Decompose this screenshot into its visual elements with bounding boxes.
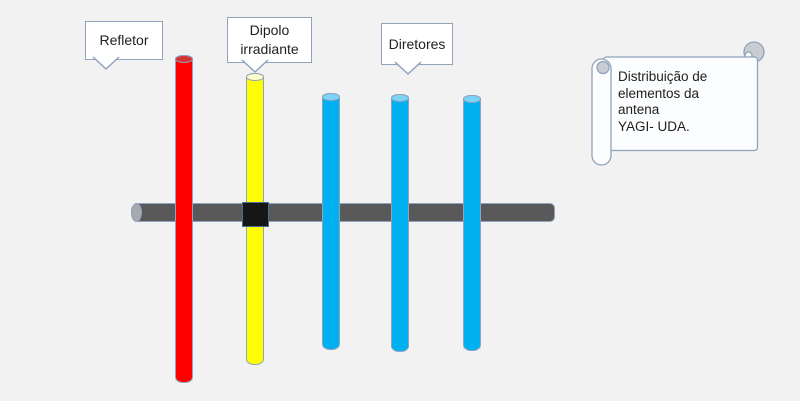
antenna-boom: [131, 203, 555, 222]
callout-reflector: Refletor: [85, 21, 163, 70]
director-rod-3: [463, 95, 481, 351]
scroll-note-text: Distribuição de elementos da antena YAGI…: [618, 69, 708, 134]
callout-tail: [92, 56, 120, 70]
callout-tail: [241, 59, 269, 73]
callout-dipole-label: Dipolo irradiante: [240, 22, 299, 57]
callout-tail: [394, 61, 422, 75]
callout-directors: Diretores: [381, 23, 453, 75]
director-rod-1: [322, 93, 340, 350]
reflector-rod: [175, 55, 193, 383]
callout-directors-label: Diretores: [388, 35, 446, 52]
callout-reflector-label: Refletor: [99, 32, 149, 48]
feed-point-block: [242, 202, 269, 227]
scroll-shape-icon: [591, 41, 765, 166]
scroll-note: Distribuição de elementos da antena YAGI…: [588, 41, 768, 168]
director-rod-2: [391, 94, 409, 352]
callout-dipole: Dipolo irradiante: [227, 17, 312, 73]
